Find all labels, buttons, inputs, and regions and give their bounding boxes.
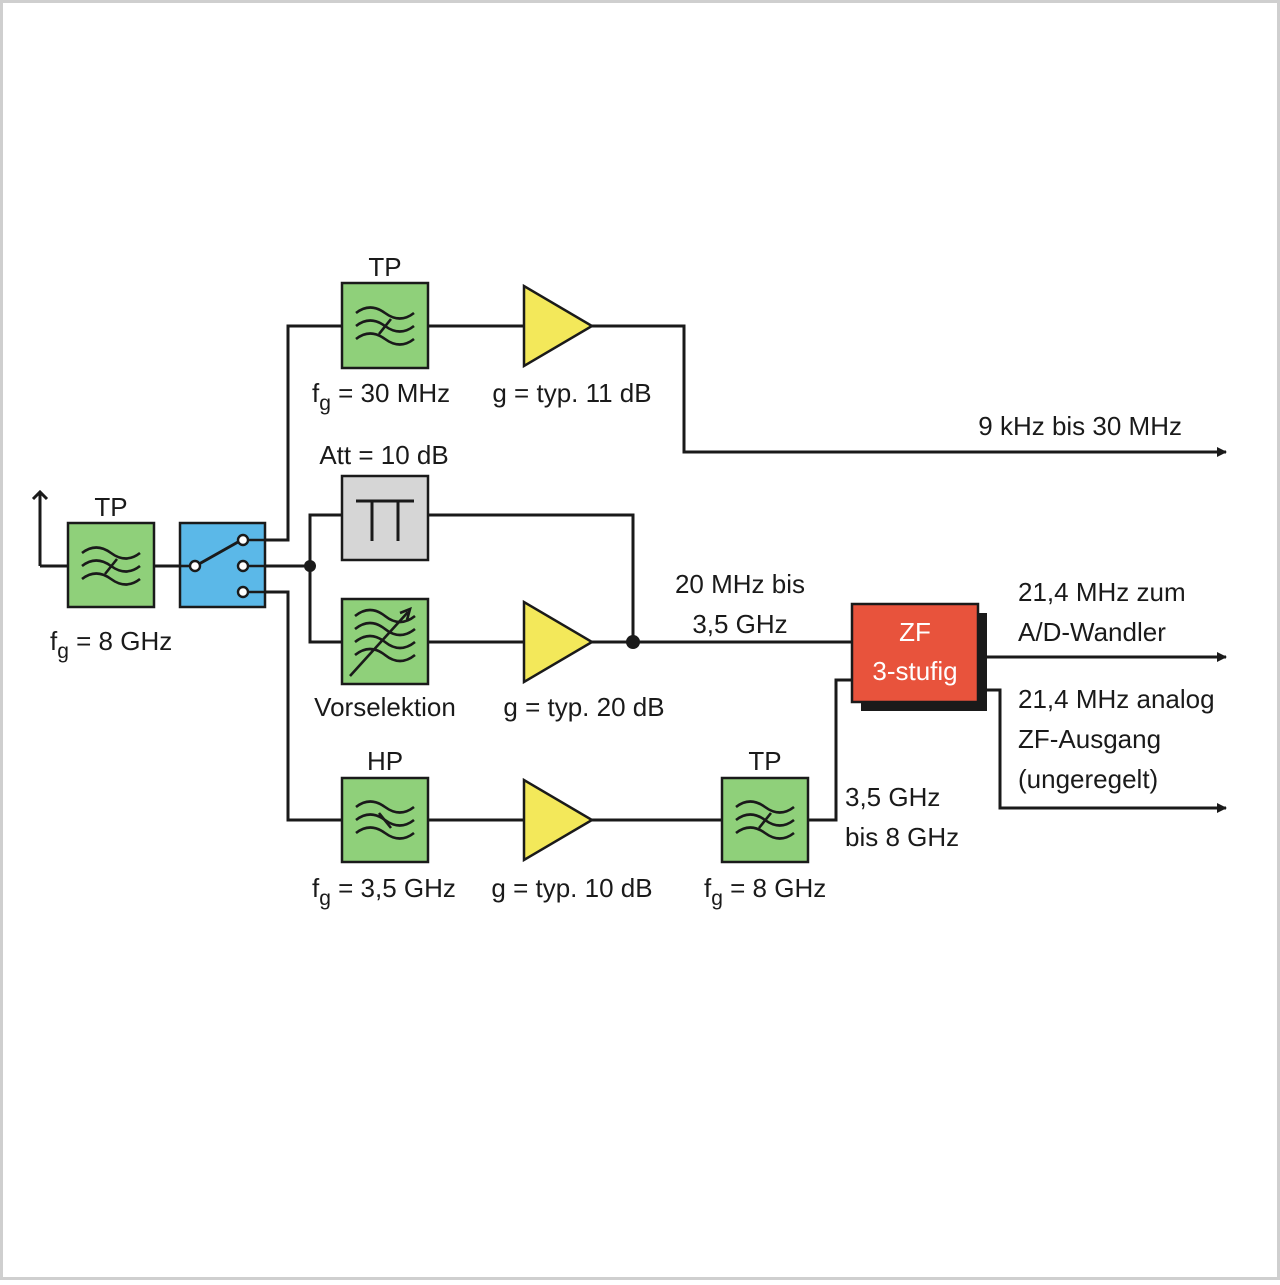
- wiring: [31, 324, 1227, 822]
- high-path-hp-cutoff-label: fg = 3,5 GHz: [312, 873, 456, 910]
- low-path-output-label: 9 kHz bis 30 MHz: [978, 411, 1182, 441]
- high-path-gain-label: g = typ. 10 dB: [491, 873, 652, 903]
- low-path-gain-label: g = typ. 11 dB: [492, 378, 651, 408]
- preselection-label: Vorselektion: [314, 692, 456, 722]
- low-path-amplifier-icon: [522, 283, 595, 369]
- mid-path-gain-label: g = typ. 20 dB: [503, 692, 664, 722]
- mid-path-amplifier-icon: [522, 599, 595, 685]
- if-stage: ZF 3-stufig: [850, 602, 987, 711]
- wire-low-path-output: [592, 324, 1227, 457]
- attenuator-label: Att = 10 dB: [319, 440, 448, 470]
- lowpass-icon: [355, 306, 415, 346]
- band-selector-switch: [178, 521, 267, 609]
- wire-tp8-to-if: [808, 678, 852, 822]
- input-lowpass-filter: [66, 521, 156, 609]
- high-path-range-line1: 3,5 GHz: [845, 782, 940, 812]
- high-path-range-line2: bis 8 GHz: [845, 822, 959, 852]
- wire-node-to-preselection: [308, 566, 342, 644]
- input-filter-cutoff-label: fg = 8 GHz: [50, 626, 172, 663]
- junction-dot-switch: [304, 560, 316, 572]
- wire-attenuator-bypass: [428, 513, 635, 642]
- tunable-bandpass-icon: [349, 606, 416, 677]
- lowpass-icon: [735, 800, 795, 840]
- switch-icon: [180, 533, 265, 599]
- low-path-cutoff-label: fg = 30 MHz: [312, 378, 450, 415]
- wire-switch-to-low-path: [265, 324, 342, 542]
- preselection-tunable-filter: [340, 597, 430, 686]
- high-path-tp-type-label: TP: [748, 746, 781, 776]
- mid-path-range-line1: 20 MHz bis: [675, 569, 805, 599]
- attenuator-pi-icon: [356, 499, 414, 541]
- wire-if-to-analog-out: [978, 688, 1227, 813]
- junction-dot-combine: [626, 635, 640, 649]
- low-path-filter-type-label: TP: [368, 252, 401, 282]
- ad-output-label-line1: 21,4 MHz zum: [1018, 577, 1186, 607]
- high-path-highpass-filter: [340, 776, 430, 864]
- high-path-amplifier-icon: [522, 777, 595, 863]
- high-path-lowpass-filter: [720, 776, 810, 864]
- if-stage-label-line2: 3-stufig: [872, 656, 957, 686]
- analog-output-label-line2: ZF-Ausgang: [1018, 724, 1161, 754]
- input-filter-type-label: TP: [94, 492, 127, 522]
- wire-switch-to-high-path: [265, 590, 342, 822]
- low-path-lowpass-filter: [340, 281, 430, 370]
- if-stage-box: [850, 602, 980, 704]
- attenuator: [340, 474, 430, 562]
- ad-output-label-line2: A/D-Wandler: [1018, 617, 1166, 647]
- high-path-tp-cutoff-label: fg = 8 GHz: [704, 873, 826, 910]
- if-stage-label-line1: ZF: [899, 617, 931, 647]
- mid-path-range-line2: 3,5 GHz: [692, 609, 787, 639]
- attenuator-box: [340, 474, 430, 562]
- highpass-icon: [355, 800, 415, 840]
- wire-node-to-attenuator: [308, 513, 342, 566]
- lowpass-icon: [81, 546, 141, 586]
- analog-output-label-line3: (ungeregelt): [1018, 764, 1158, 794]
- analog-output-label-line1: 21,4 MHz analog: [1018, 684, 1215, 714]
- high-path-hp-type-label: HP: [367, 746, 403, 776]
